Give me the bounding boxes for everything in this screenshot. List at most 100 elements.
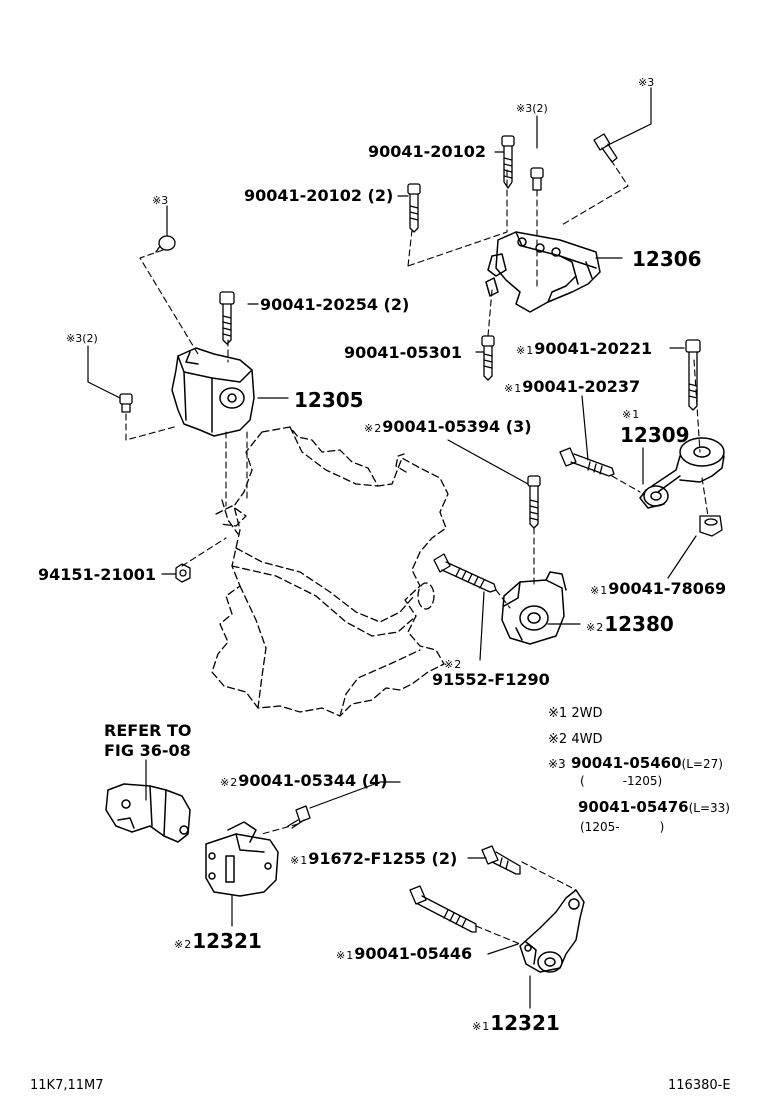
note-mark: ※ (220, 776, 230, 789)
part-number-94151-21001[interactable]: 94151-21001 (38, 566, 156, 584)
refer-to-line-2[interactable]: FIG 36-08 (104, 742, 191, 760)
note-mark: ※3 (152, 194, 169, 207)
legend-text: 4WD (571, 732, 603, 747)
note-mark: ※ (590, 584, 600, 597)
note-mark: ※ (586, 621, 596, 634)
note-mark: ※ (472, 1020, 482, 1033)
footer-figure-id: 116380-E (668, 1078, 731, 1093)
part-number-text: 12306 (632, 247, 702, 271)
part-number-12321-left[interactable]: ※212321 (174, 930, 262, 956)
note-mark: ※ (336, 949, 346, 962)
refer-text: FIG 36-08 (104, 741, 191, 760)
part-number-text: 91672-F1255 (2) (308, 849, 458, 868)
legend-length: (L=33) (688, 801, 730, 815)
part-number-90041-20102-2[interactable]: 90041-20102 (2) (244, 187, 393, 205)
nut-90041-78069 (699, 515, 723, 537)
part-number-90041-05344[interactable]: ※290041-05344 (4) (220, 772, 388, 792)
note-mark: ※ (504, 382, 514, 395)
legend-range-1: (-1205) (580, 774, 662, 789)
part-number-text: 12321 (192, 929, 262, 953)
legend-length: (L=27) (681, 757, 723, 771)
footer-model-codes: 11K7,11M7 (30, 1078, 104, 1093)
note-number: 2 (374, 422, 382, 435)
arm-12309 (639, 437, 725, 509)
part-number-90041-20254[interactable]: 90041-20254 (2) (260, 296, 409, 314)
legend-note-3[interactable]: ※3 90041-05460(L=27) (548, 756, 723, 772)
part-number-text: 90041-05394 (3) (382, 417, 532, 436)
bolt-91552-F1290 (433, 553, 497, 593)
note-mark: ※ (622, 408, 632, 421)
note-mark: ※3 (638, 76, 655, 89)
note-number: 1 (600, 584, 608, 597)
legend-mark: ※2 (548, 732, 568, 747)
refer-text: REFER TO (104, 721, 192, 740)
legend-text: 2WD (571, 706, 603, 721)
note-number: 1 (526, 344, 534, 357)
nut-94151-21001 (175, 563, 191, 583)
part-number-text: 90041-05344 (4) (238, 771, 388, 790)
legend-note-3b[interactable]: 90041-05476(L=33) (578, 800, 730, 816)
bolt-90041-20254 (219, 291, 235, 345)
note-number: 1 (482, 1020, 490, 1033)
part-number-text: 12309 (620, 423, 690, 447)
part-number-text: 90041-20102 (2) (244, 186, 394, 205)
part-number-text: 12321 (490, 1011, 560, 1035)
note-number: 1 (346, 949, 354, 962)
range-bracket: ) (659, 820, 665, 834)
part-number-text: 90041-20254 (2) (260, 295, 410, 314)
bolt-m3-2-left (119, 393, 133, 413)
bolt-90041-20237 (559, 447, 615, 477)
bolt-91672-F1255 (481, 845, 521, 875)
part-number-12306[interactable]: 12306 (632, 248, 702, 270)
part-number-90041-78069[interactable]: ※190041-78069 (590, 580, 726, 600)
note-number: 1 (514, 382, 522, 395)
part-number-91672-F1255[interactable]: ※191672-F1255 (2) (290, 850, 457, 870)
refer-to-line-1[interactable]: REFER TO (104, 722, 192, 740)
note-mark: ※ (444, 658, 454, 671)
part-number-91552-F1290[interactable]: 91552-F1290 (432, 671, 550, 689)
note-mark: ※ (516, 344, 526, 357)
bolt-90041-05301 (481, 335, 495, 381)
mount-12305 (171, 347, 255, 437)
part-number-12305[interactable]: 12305 (294, 389, 364, 411)
bolt-m3-2-top (530, 167, 544, 191)
note-number: 2 (184, 938, 192, 951)
bolt-90041-05446 (409, 885, 477, 933)
part-number-90041-05394[interactable]: ※290041-05394 (3) (364, 418, 532, 438)
part-number-12380[interactable]: ※212380 (586, 613, 674, 639)
range-text: (1205- (580, 820, 620, 834)
bolt-m3-top-right (593, 133, 618, 163)
note-mark: ※ (290, 854, 300, 867)
note-mark-12309: ※1 (622, 404, 640, 424)
note-mark-m3-top-right: ※3 (638, 72, 655, 92)
part-number-text: 90041-20102 (368, 142, 486, 161)
bracket-12321-left (205, 821, 279, 897)
part-number-90041-20221[interactable]: ※190041-20221 (516, 340, 652, 360)
note-mark: ※ (364, 422, 374, 435)
bolts (119, 133, 723, 933)
note-number: 2 (454, 658, 462, 671)
bracket-12321-right (519, 889, 585, 973)
part-number-12321-right[interactable]: ※112321 (472, 1012, 560, 1038)
part-number-text: 90041-05301 (344, 343, 462, 362)
part-number-text: 90041-20221 (534, 339, 653, 358)
note-mark: ※3(2) (66, 332, 98, 345)
note-mark-m3-2-top: ※3(2) (516, 98, 549, 118)
part-number-90041-20102[interactable]: 90041-20102 (368, 143, 486, 161)
bolt-90041-05394 (527, 475, 541, 529)
note-mark-91552: ※2 (444, 654, 462, 674)
note-mark-m3-2-left: ※3(2) (66, 328, 99, 348)
bolt-90041-05344 (287, 805, 311, 829)
part-number-90041-05446[interactable]: ※190041-05446 (336, 945, 472, 965)
legend-note-1: ※1 2WD (548, 706, 602, 721)
mount-12380 (501, 571, 567, 645)
part-number-90041-05301[interactable]: 90041-05301 (344, 344, 462, 362)
part-number-90041-20237[interactable]: ※190041-20237 (504, 378, 640, 398)
note-number: 1 (300, 854, 308, 867)
range-text: -1205) (622, 774, 663, 788)
part-number-text: 91552-F1290 (432, 670, 550, 689)
bracket-refer-fig-36-08 (105, 783, 191, 843)
part-number-12309[interactable]: 12309 (620, 424, 690, 446)
